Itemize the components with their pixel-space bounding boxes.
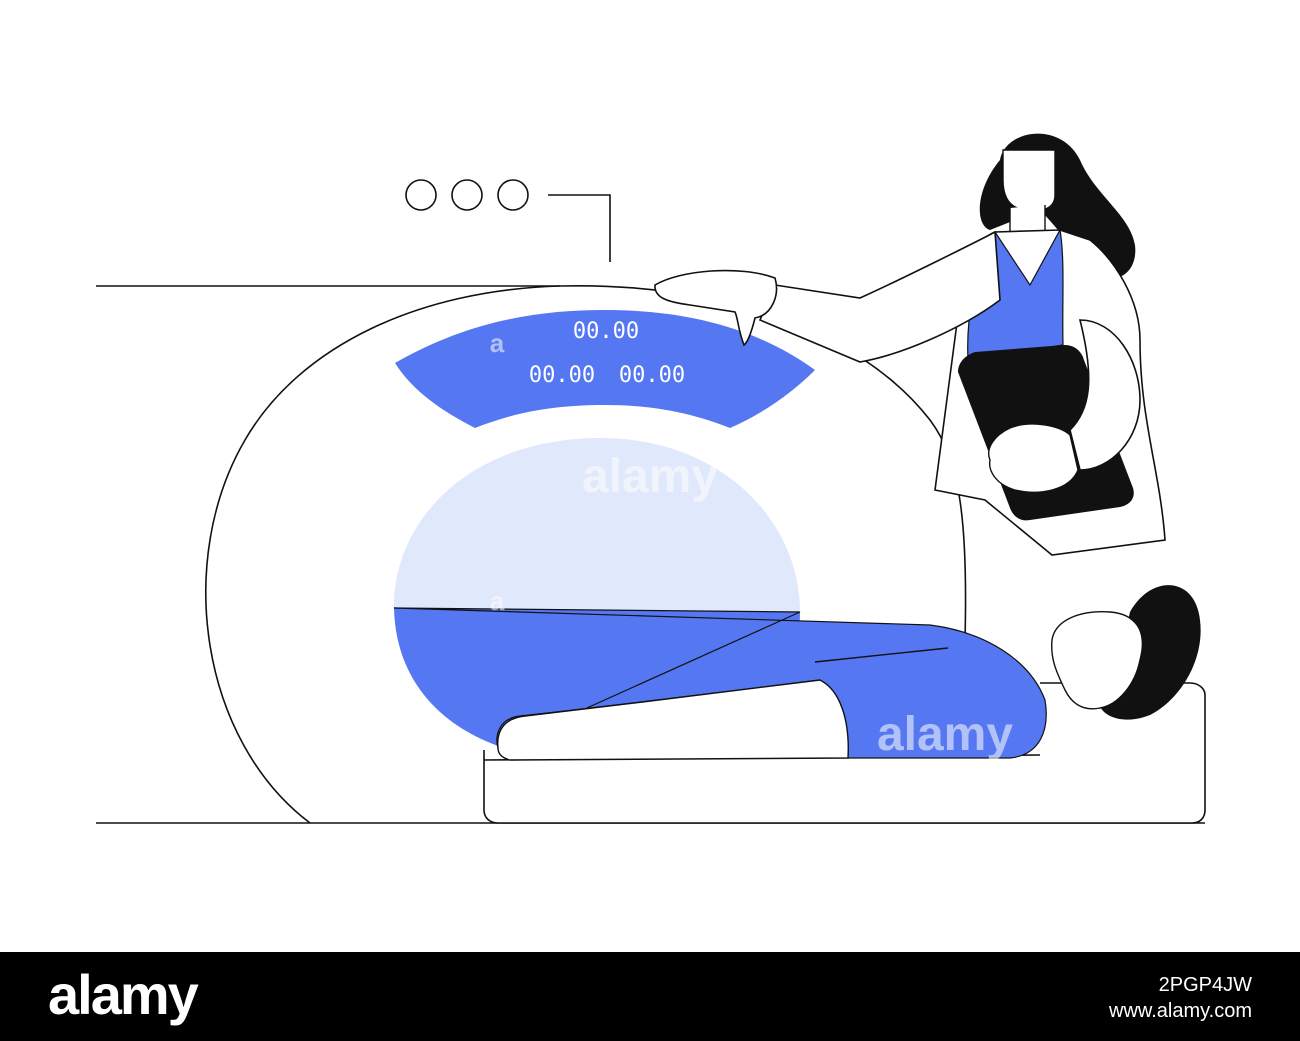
indicator-panel <box>405 179 611 262</box>
footer-image-id: 2PGP4JW <box>1158 974 1252 996</box>
doctor <box>654 133 1166 556</box>
patient-blanket <box>497 679 849 761</box>
display-readout-right: 00.00 <box>619 363 685 388</box>
doctor-face <box>1002 149 1056 212</box>
patient-face <box>1050 611 1144 710</box>
display-readout-left: 00.00 <box>529 363 595 388</box>
footer-bar: alamy 2PGP4JW www.alamy.com <box>0 952 1300 1041</box>
watermark-fragment-1: a <box>490 328 505 358</box>
bore-light <box>393 437 800 612</box>
scanner-display <box>395 310 815 428</box>
indicator-circle-1 <box>405 179 437 211</box>
watermark-fragment-2: a <box>490 586 505 616</box>
gown-fold <box>814 647 949 663</box>
doctor-arm <box>758 230 1001 363</box>
footer-site-link[interactable]: www.alamy.com <box>1109 1000 1252 1022</box>
indicator-connector <box>548 194 611 262</box>
watermark-center: alamy <box>582 450 718 503</box>
doctor-hand <box>654 269 778 347</box>
watermark-lower: alamy <box>877 708 1013 761</box>
footer-logo[interactable]: alamy <box>48 963 199 1026</box>
patient-head <box>1050 585 1201 720</box>
indicator-circle-3 <box>497 179 529 211</box>
display-readout-top: 00.00 <box>573 319 639 344</box>
mri-scan-illustration: 00.00 00.00 00.00 <box>96 133 1206 824</box>
indicator-circle-2 <box>451 179 483 211</box>
doctor-sleeve <box>1069 319 1141 471</box>
footer-info: 2PGP4JW www.alamy.com <box>1109 972 1252 1024</box>
doctor-holding-hand <box>988 423 1079 493</box>
